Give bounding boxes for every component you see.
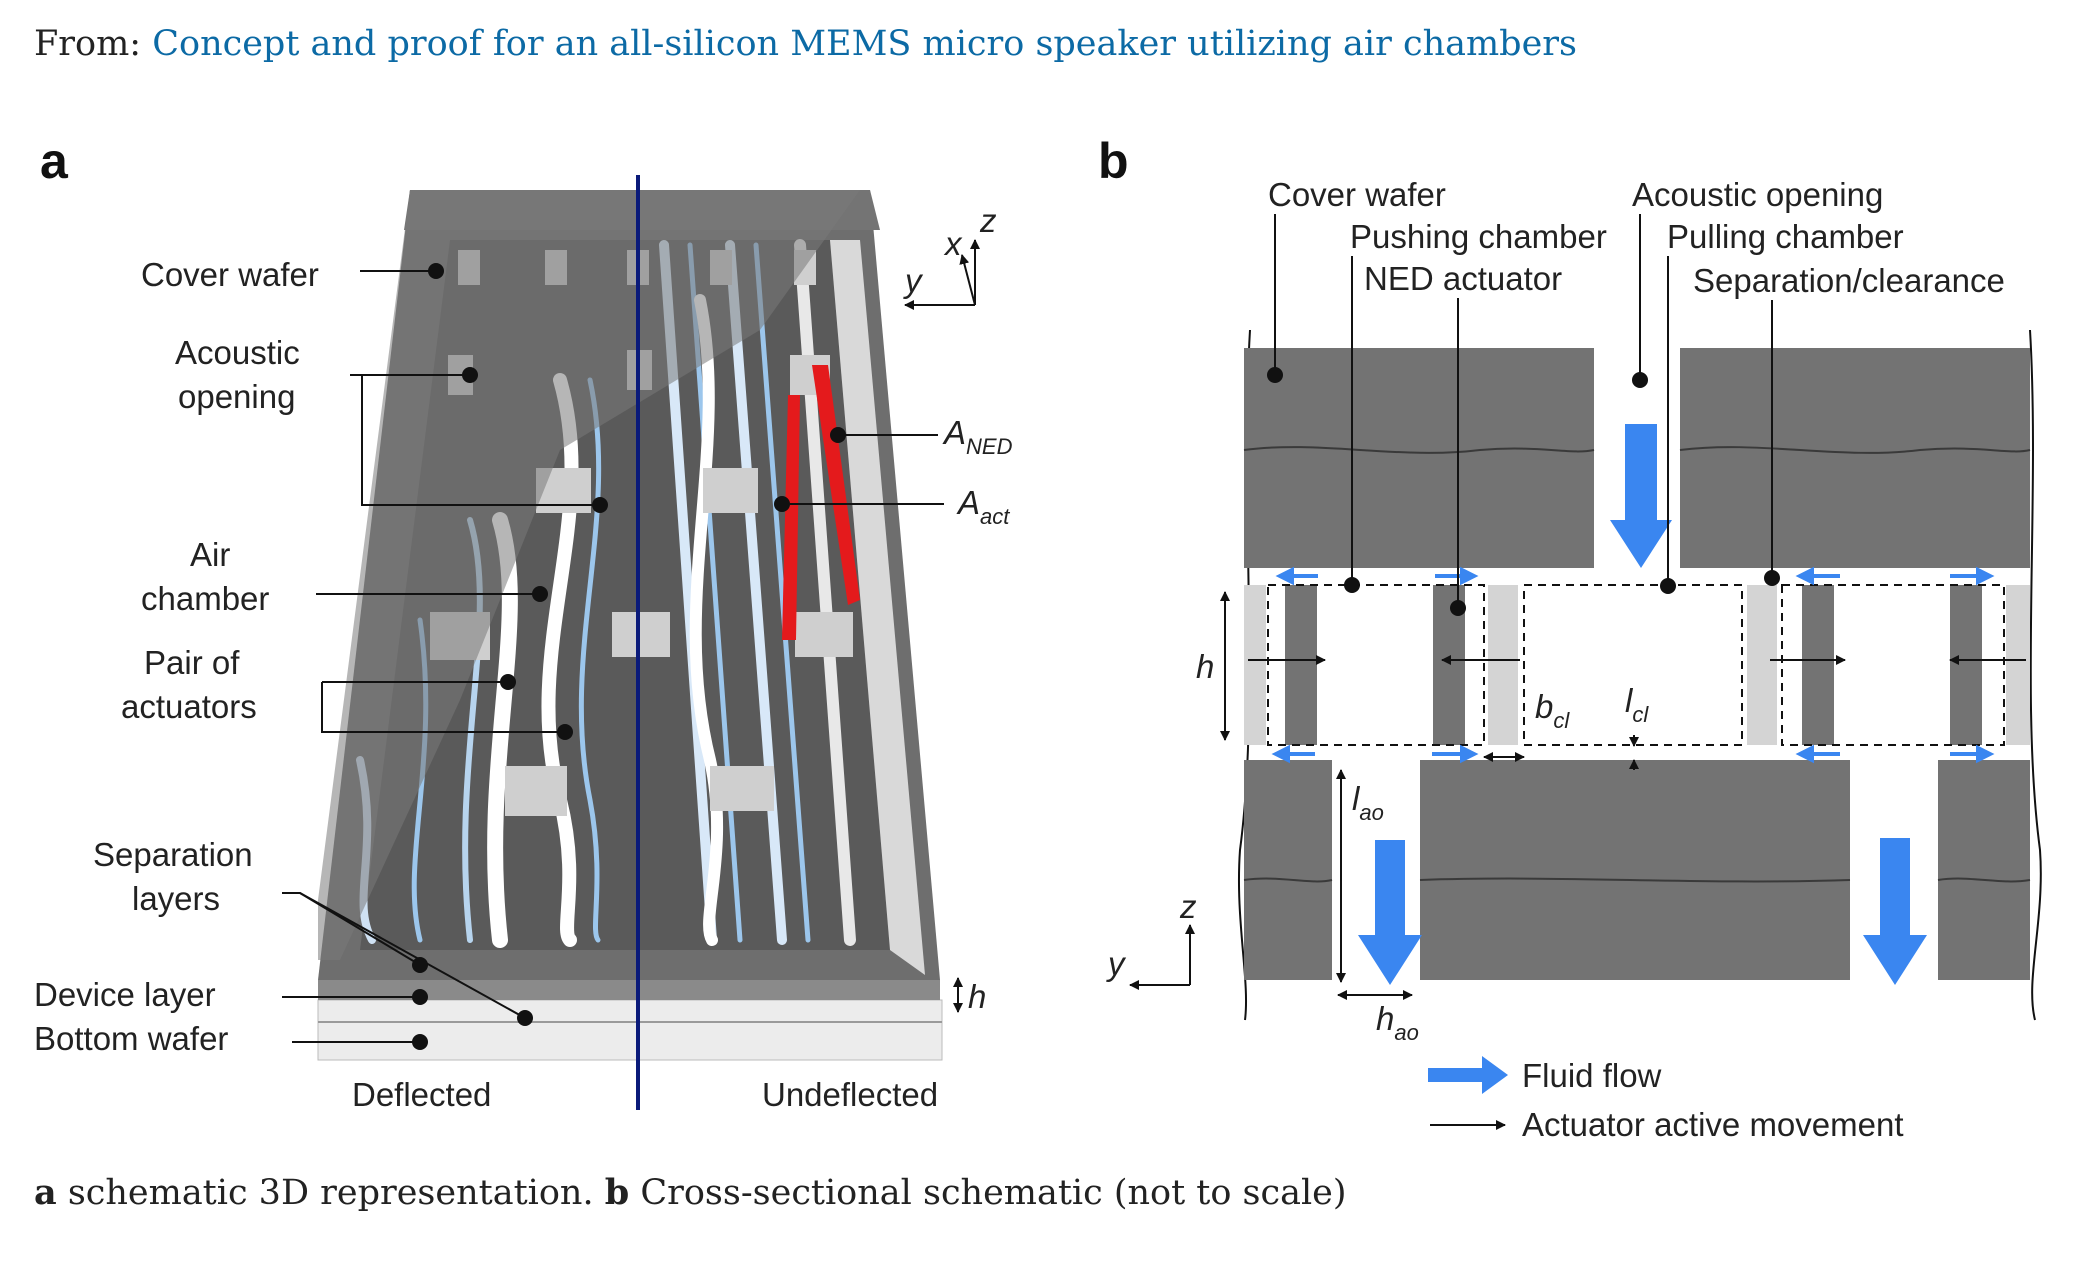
label-pair-actuators-2: actuators (121, 688, 257, 725)
label-ned-actuator: NED actuator (1364, 260, 1562, 297)
legend-b: Fluid flow Actuator active movement (1428, 1056, 1904, 1143)
panel-b-annotations: Cover wafer Pushing chamber NED actuator… (1196, 176, 2005, 1045)
axis-indicator-b: y z (1106, 888, 1197, 990)
axis-y-label-b: y (1106, 945, 1127, 982)
bottom-wafer-left-block (1244, 760, 1332, 980)
panel-b: b (1098, 133, 2042, 1143)
caption-b-text: Cross-sectional schematic (not to scale) (629, 1173, 1347, 1213)
small-flow-arrows (1271, 566, 1995, 764)
caption-a-letter: a (34, 1172, 57, 1213)
panel-a: a (34, 133, 1013, 1113)
label-deflected: Deflected (352, 1076, 491, 1113)
label-h-ao: hao (1376, 1000, 1419, 1045)
from-prefix: From: (34, 24, 142, 64)
article-title-link[interactable]: Concept and proof for an all-silicon MEM… (152, 24, 1577, 64)
label-h-b: h (1196, 648, 1214, 685)
label-air-chamber-2: chamber (141, 580, 269, 617)
label-pulling-chamber: Pulling chamber (1667, 218, 1904, 255)
chamber-outlines (1267, 584, 2005, 746)
dimension-markers (1220, 591, 1639, 1000)
label-acoustic-opening-b: Acoustic opening (1632, 176, 1883, 213)
label-device-layer: Device layer (34, 976, 216, 1013)
label-a-act: Aact (956, 484, 1010, 529)
a-ned-highlight (812, 365, 860, 605)
label-acoustic-opening-2: opening (178, 378, 295, 415)
label-separation-clearance: Separation/clearance (1693, 262, 2005, 299)
axis-indicator-a: y x z (903, 202, 997, 310)
label-pushing-chamber: Pushing chamber (1350, 218, 1607, 255)
label-l-cl: lcl (1625, 682, 1649, 727)
label-air-chamber-1: Air (190, 536, 230, 573)
ned-actuators (1285, 585, 1982, 745)
axis-y-label: y (903, 262, 924, 299)
fluid-flow-arrows (1358, 424, 1927, 985)
label-l-ao: lao (1352, 780, 1384, 825)
mems-3d-block (317, 175, 943, 1110)
bottom-wafer-right-block (1938, 760, 2030, 980)
caption-b-letter: b (604, 1172, 630, 1213)
label-a-ned: ANED (942, 414, 1013, 459)
panel-a-annotations: Cover wafer Acoustic opening Air chamber… (34, 256, 1013, 1113)
axis-z-label-b: z (1179, 888, 1197, 925)
label-b-cover-wafer: Cover wafer (1268, 176, 1446, 213)
axis-z-label: z (979, 202, 997, 239)
axis-x-label: x (943, 225, 963, 262)
panel-b-letter: b (1098, 133, 1129, 189)
label-separation-2: layers (132, 880, 220, 917)
label-b-cl: bcl (1535, 688, 1570, 733)
legend-fluid-label: Fluid flow (1522, 1057, 1662, 1094)
label-bottom-wafer: Bottom wafer (34, 1020, 228, 1057)
label-cover-wafer: Cover wafer (141, 256, 319, 293)
source-line: From: Concept and proof for an all-silic… (34, 24, 1577, 64)
separation-pillars (1244, 585, 2030, 745)
legend-actuator-label: Actuator active movement (1522, 1106, 1904, 1143)
label-pair-actuators-1: Pair of (144, 644, 240, 681)
label-acoustic-opening-1: Acoustic (175, 334, 300, 371)
bottom-wafer-center-block (1420, 760, 1850, 980)
caption-a-text: schematic 3D representation. (56, 1173, 605, 1213)
a-act-highlight (782, 395, 800, 640)
panel-a-letter: a (40, 133, 69, 189)
figure-caption: a schematic 3D representation. b Cross-s… (34, 1172, 1347, 1213)
cover-wafer-right-block (1680, 348, 2030, 568)
cover-wafer-left-block (1244, 348, 1594, 568)
label-undeflected: Undeflected (762, 1076, 938, 1113)
legend-fluid-swatch (1428, 1056, 1508, 1094)
label-separation-1: Separation (93, 836, 253, 873)
label-h-a: h (968, 978, 986, 1015)
